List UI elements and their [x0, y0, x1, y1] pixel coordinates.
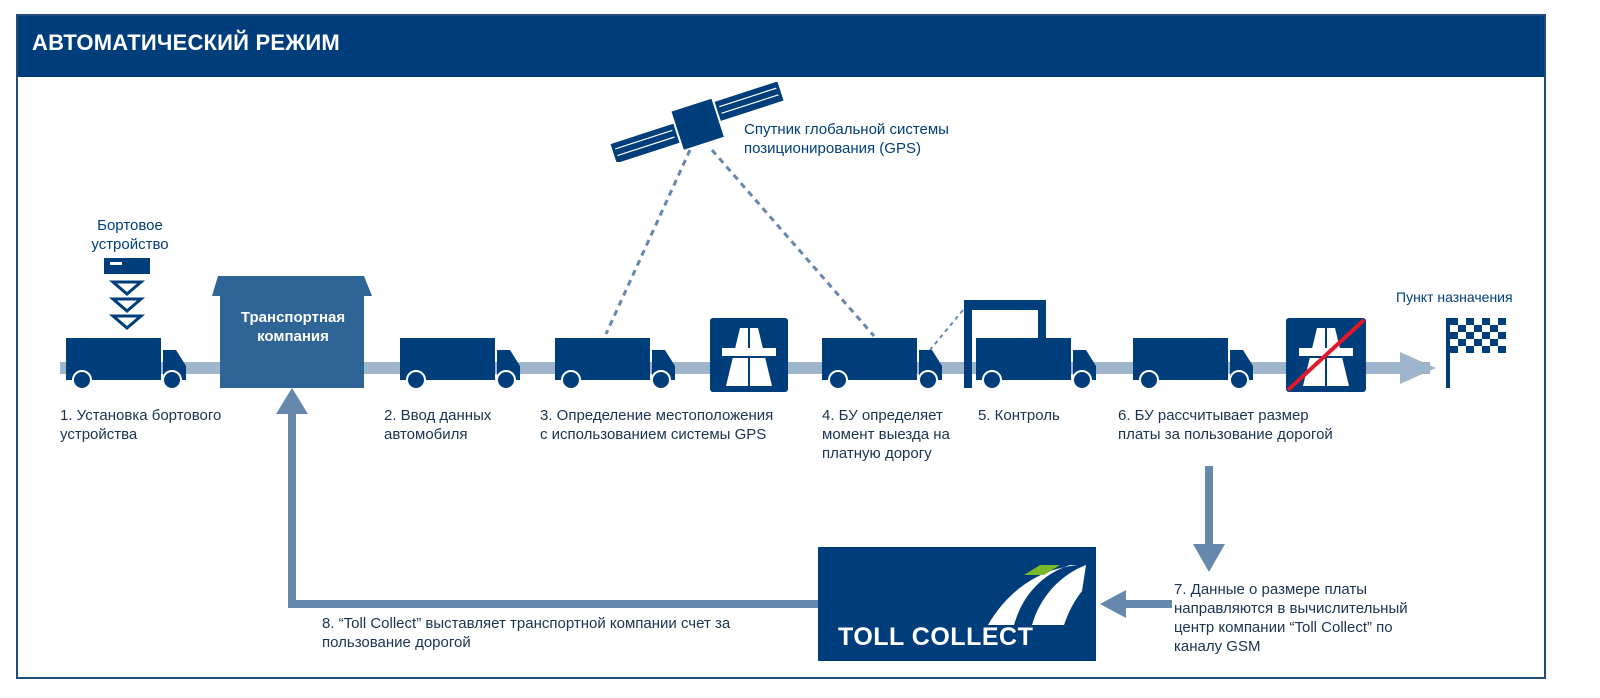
- down-arrow-head-icon: [1193, 544, 1225, 572]
- onboard-device-icon: [104, 258, 150, 330]
- truck-icon-2: [400, 338, 520, 390]
- truck-icon-3: [555, 338, 675, 390]
- step-7-label: 7. Данные о размере платы направляются в…: [1174, 581, 1408, 655]
- toll-collect-road-icon: [988, 565, 1086, 625]
- transport-company-label: Транспортная компания: [240, 309, 346, 345]
- left-arrow-head-icon: [1100, 590, 1126, 618]
- end-of-motorway-sign-icon: [1286, 318, 1366, 392]
- down-arrow-shaft: [1205, 466, 1213, 546]
- step-4-label: 4. БУ определяет момент выезда на платну…: [822, 407, 950, 462]
- gps-satellite-icon: [610, 82, 784, 162]
- motorway-sign-icon: [710, 318, 788, 392]
- destination-label: Пункт назначения: [1396, 289, 1513, 305]
- satellite-label: Спутник глобальной системы позиционирова…: [744, 121, 949, 157]
- step-8-label: 8. “Toll Collect” выставляет транспортно…: [322, 615, 731, 651]
- truck-icon-5: [976, 338, 1096, 390]
- truck-icon-1: [66, 338, 186, 390]
- step-3-label: 3. Определение местоположения с использо…: [540, 407, 774, 443]
- truck-icon-6: [1133, 338, 1253, 390]
- step-1-label: 1. Установка бортового устройства: [60, 407, 222, 443]
- transport-company-building-icon: [212, 276, 372, 388]
- toll-collect-logo: TOLL COLLECT: [818, 547, 1096, 661]
- header-bar: АВТОМАТИЧЕСКИЙ РЕЖИМ: [18, 16, 1544, 77]
- step-6-label: 6. БУ рассчитывает размер платы за польз…: [1118, 407, 1333, 443]
- truck-icon-4: [822, 338, 942, 390]
- road-arrowhead-icon: [1400, 352, 1436, 384]
- step-5-label: 5. Контроль: [978, 407, 1060, 424]
- transport-company-box: Транспортная компания: [220, 276, 366, 388]
- up-arrow-head-icon: [276, 388, 308, 414]
- toll-collect-logo-text: TOLL COLLECT: [838, 623, 1034, 651]
- page-title: АВТОМАТИЧЕСКИЙ РЕЖИМ: [32, 30, 340, 55]
- checkered-flag-icon: [1446, 318, 1506, 388]
- control-gantry-icon: [964, 300, 1046, 388]
- step-2-label: 2. Ввод данных автомобиля: [384, 407, 492, 443]
- device-label: Бортовое устройство: [91, 217, 169, 253]
